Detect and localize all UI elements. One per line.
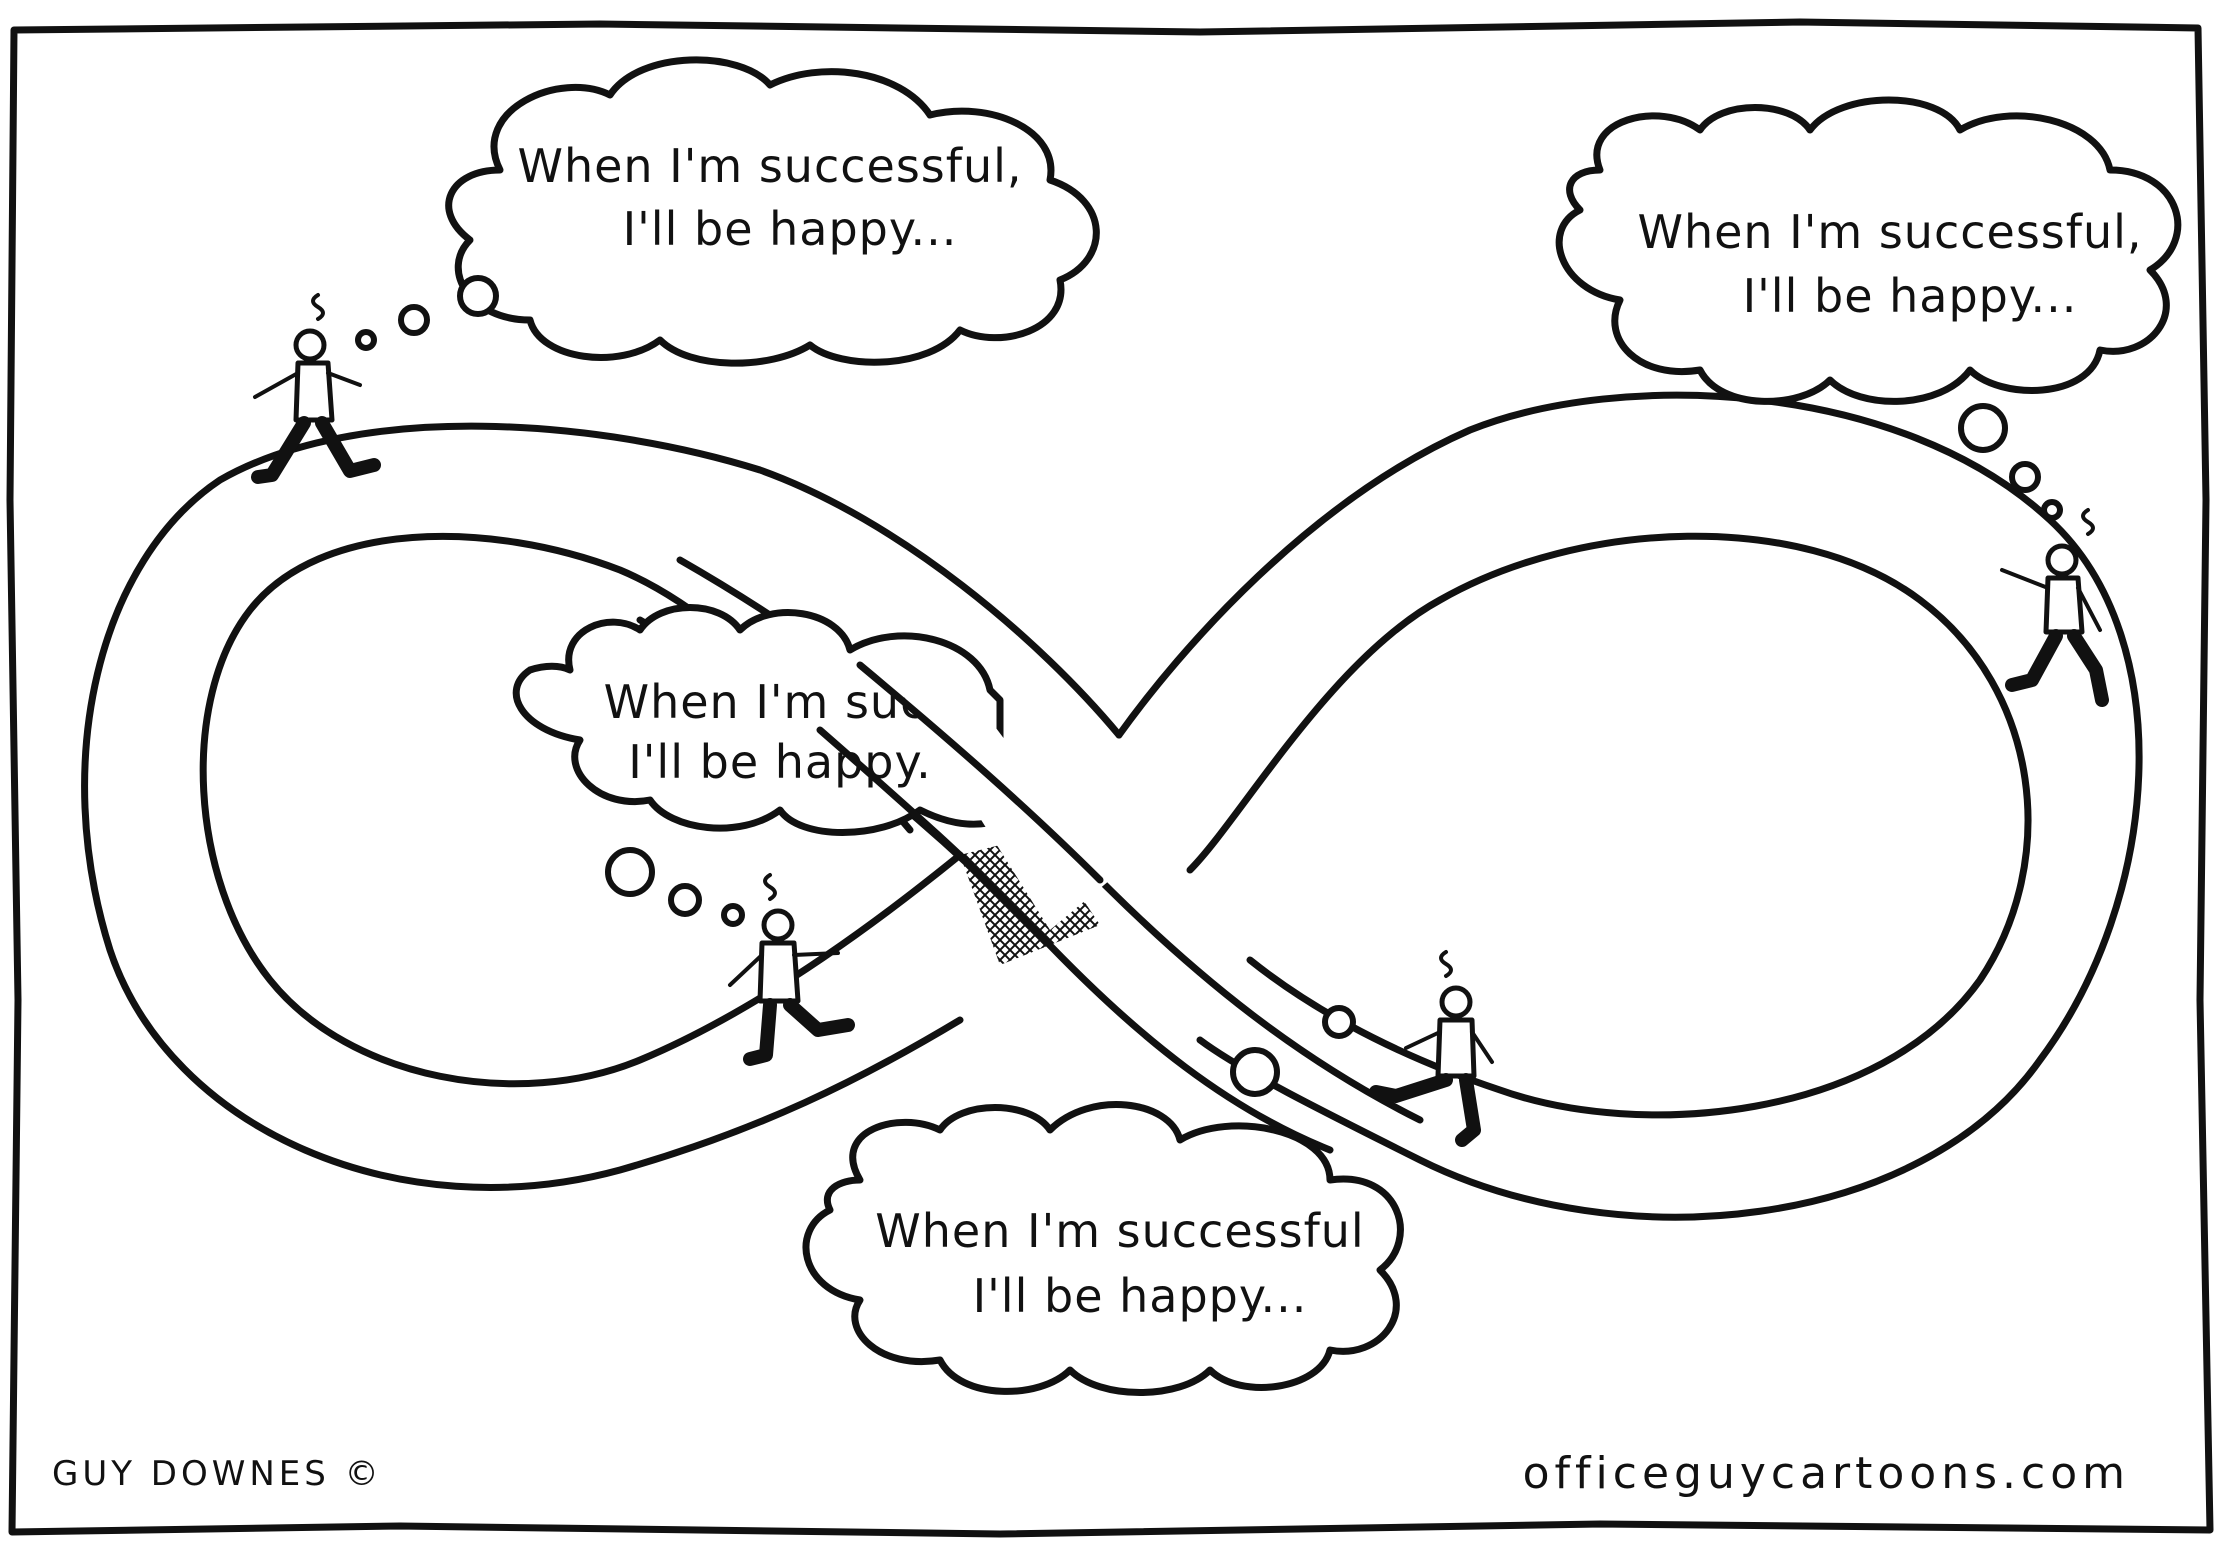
website-credit: officeguycartoons.com [1523,1448,2130,1499]
thought-2-line-2: I'll be happy... [1743,269,2078,323]
overpass-edge-cover-top [856,661,1104,884]
thought-bubble-dot [668,883,702,917]
walking-man-figure-2 [2000,508,2109,707]
infinity-road-inner-edge-right [1186,532,2032,1119]
infinity-road-inner-edge-left [199,532,964,1088]
thought-bubble-dot [355,329,377,351]
thought-bubble-dot [398,304,430,336]
thought-bubble-dot [457,275,499,317]
thought-bubble-dot [2009,461,2041,493]
thought-bubble-dot [1230,1047,1280,1097]
thought-bubble-dot [721,903,745,927]
infinity-road-outer-edge [1115,391,2143,1221]
thought-3-line-1: When I'm suc [604,675,927,729]
thought-bubble-dot [1958,403,2008,453]
thought-cloud-3: When I'm suc I'll be happy. [512,604,1004,836]
crossing-shadow [960,835,1100,965]
thought-4-line-2: I'll be happy... [973,1269,1308,1323]
overpass-edge-cover-bottom [816,726,1044,939]
walking-man-figure-1 [251,293,381,484]
thought-cloud-1: When I'm successful, I'll be happy... [445,56,1100,367]
artist-signature: GUY DOWNES © [52,1454,383,1494]
walking-man-figure-3 [728,873,855,1066]
thought-2-line-1: When I'm successful, [1637,205,2142,259]
panel-border [6,18,2214,1538]
thought-bubble-dot [2041,499,2063,521]
thought-1-line-1: When I'm successful, [517,139,1022,193]
thought-cloud-4: When I'm successful I'll be happy... [802,1101,1404,1396]
thought-4-line-1: When I'm successful [875,1204,1364,1258]
infinity-road-outer-edge-left [81,422,1123,1191]
walking-man-figure-4 [1369,950,1494,1147]
thought-bubble-dot [605,847,655,897]
thought-bubble-dot [1322,1005,1356,1039]
thought-3-line-2: I'll be happy. [628,735,932,789]
thought-cloud-2: When I'm successful, I'll be happy... [1555,96,2182,405]
thought-1-line-2: I'll be happy... [623,202,958,256]
